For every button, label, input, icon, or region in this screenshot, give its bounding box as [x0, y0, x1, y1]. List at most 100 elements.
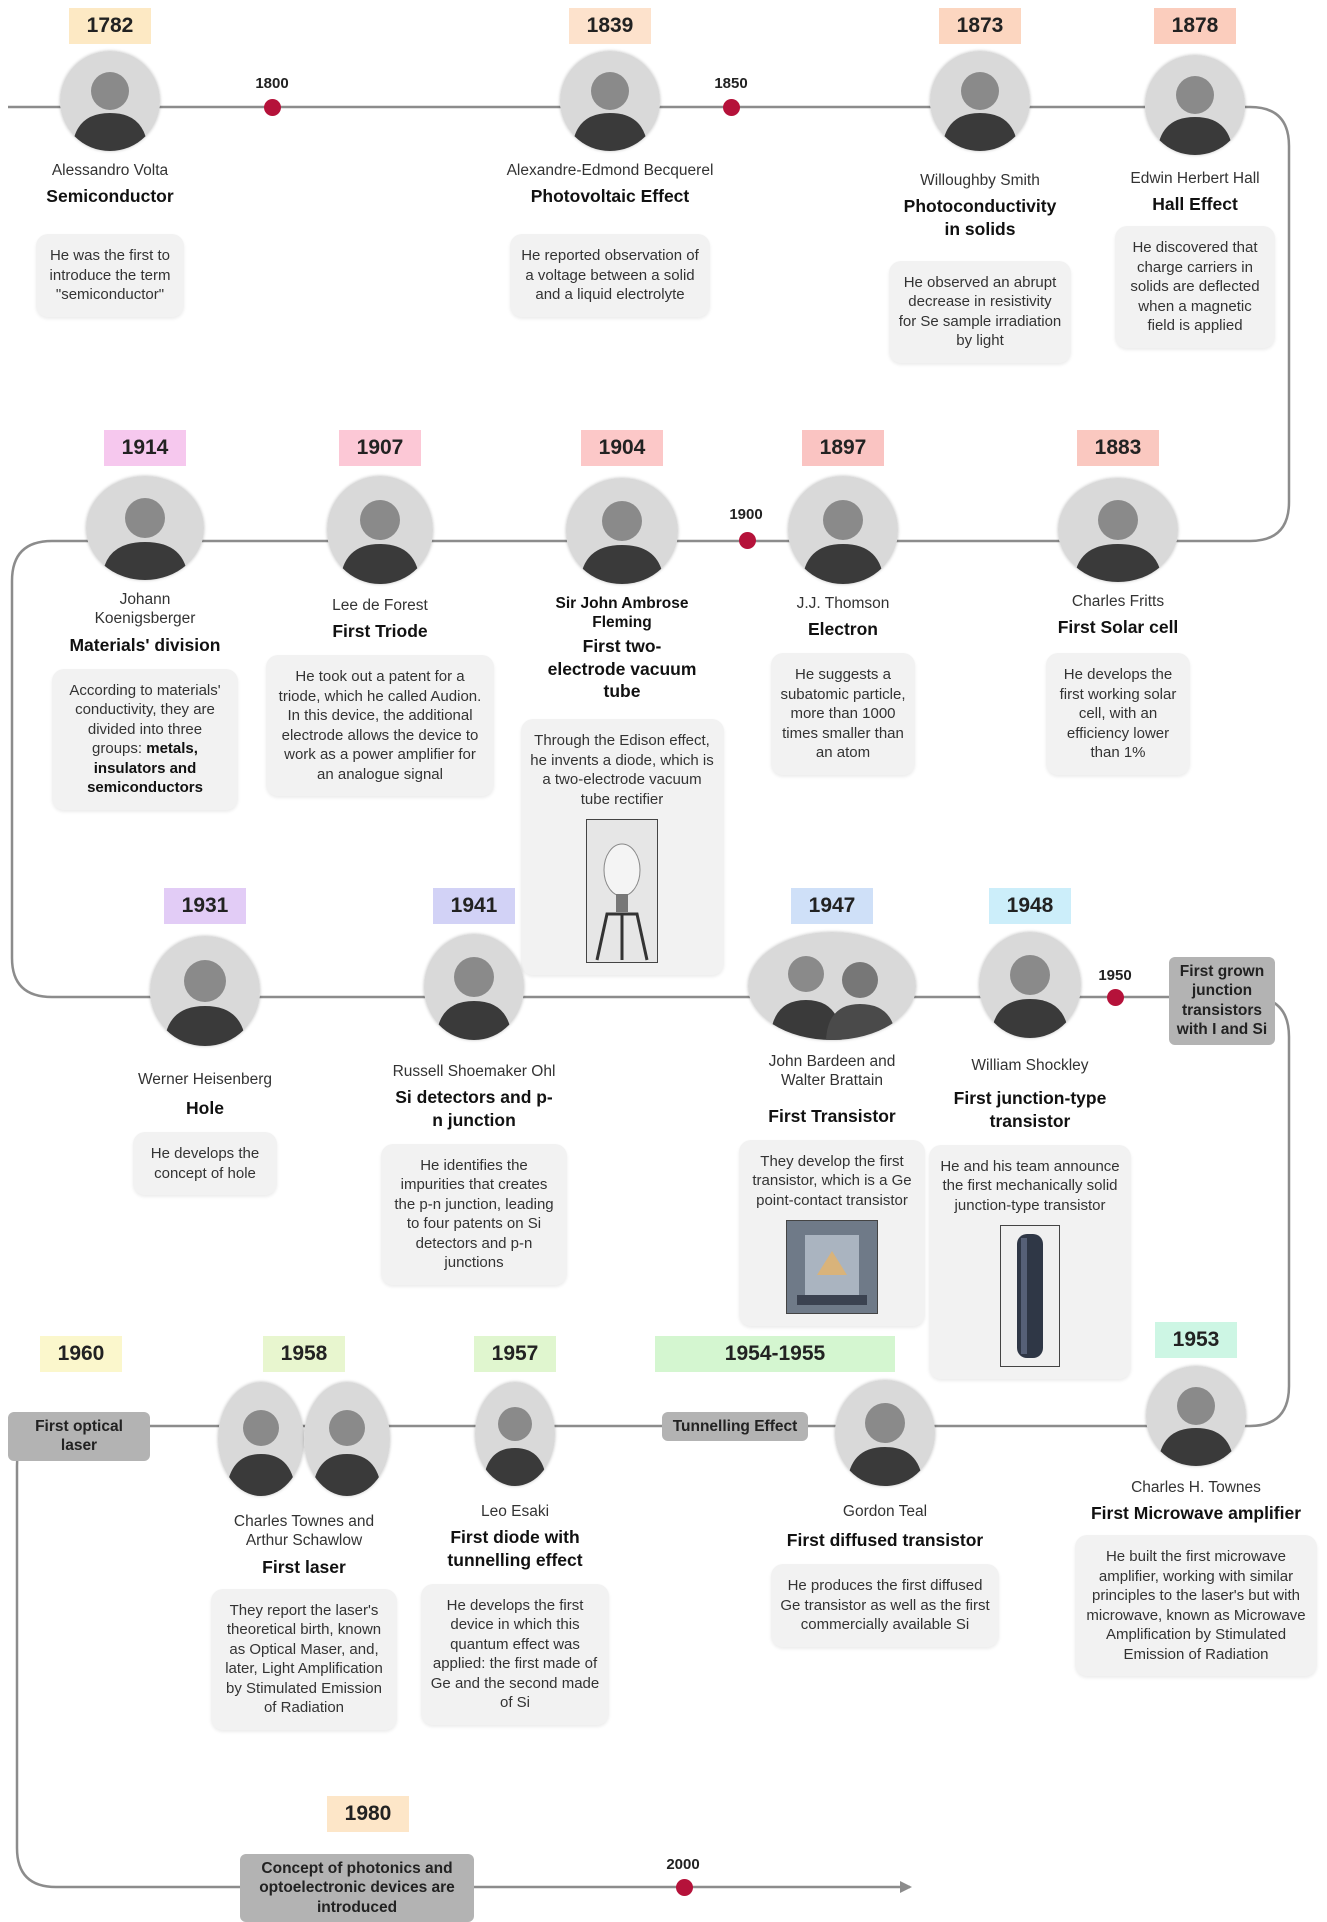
decade-dot-1900 — [739, 532, 756, 549]
portrait-charles-fritts — [1058, 478, 1178, 582]
person-icon — [60, 51, 160, 151]
person-name: Charles Fritts — [1071, 593, 1165, 610]
person-icon — [560, 51, 660, 151]
event-title: First Solar cell — [1057, 617, 1179, 638]
event-description: He was the first to introduce the term "… — [36, 234, 184, 317]
year-badge-1954-1955: 1954-1955 — [655, 1336, 895, 1372]
event-description: He discovered that charge carriers in so… — [1115, 226, 1275, 348]
portrait-jj-thomson — [788, 476, 898, 584]
person-name: Charles Townes and Arthur Schawlow — [233, 1513, 375, 1550]
event-title: First Transistor — [768, 1105, 896, 1126]
event-description: He reported observation of a voltage bet… — [510, 234, 710, 317]
decade-label-2000: 2000 — [666, 1856, 700, 1873]
decade-label-1800: 1800 — [255, 75, 289, 92]
person-name: Johann Koenigsberger — [94, 591, 196, 628]
event-description: He and his team announce the first mecha… — [940, 1157, 1120, 1214]
person-icon — [327, 476, 433, 584]
year-badge: 1878 — [1154, 8, 1236, 44]
portrait-lee-de-forest — [327, 476, 433, 584]
person-name: J.J. Thomson — [796, 595, 890, 612]
portrait-becquerel — [560, 51, 660, 151]
milestone-tunnelling-effect: Tunnelling Effect — [662, 1412, 808, 1442]
event-title: Photovoltaic Effect — [530, 186, 690, 207]
event-koenigsberger: 1914 Johann Koenigsberger Materials' div… — [45, 430, 245, 810]
event-description: He produces the first diffused Ge transi… — [771, 1564, 999, 1647]
event-description: He develops the first device in which th… — [421, 1583, 609, 1725]
year-badge: 1947 — [791, 888, 873, 924]
decade-label-1850: 1850 — [714, 75, 748, 92]
portrait-pair — [218, 1382, 390, 1496]
year-badge-1960: 1960 — [40, 1336, 122, 1372]
milestone-first-grown-junction: First grown junction transistors with I … — [1169, 957, 1275, 1045]
event-hall: 1878 Edwin Herbert Hall Hall Effect He d… — [1100, 8, 1290, 348]
event-title: First two-electrode vacuum tube — [547, 635, 697, 702]
event-ohl: 1941 Russell Shoemaker Ohl Si detectors … — [374, 888, 574, 1285]
decade-label-1950: 1950 — [1098, 967, 1132, 984]
portrait-willoughby-smith — [930, 51, 1030, 151]
event-description-box: According to materials' conductivity, th… — [52, 668, 238, 810]
event-title: First Microwave amplifier — [1090, 1503, 1302, 1524]
person-icon — [150, 936, 260, 1046]
event-description: They report the laser's theoretical birt… — [211, 1588, 397, 1730]
event-teal: Gordon Teal First diffused transistor He… — [770, 1380, 1000, 1647]
portrait-edwin-hall — [1145, 55, 1245, 155]
portrait-bardeen-brattain — [748, 932, 916, 1040]
event-description-emphasis: metals, insulators and semiconductors — [87, 740, 203, 796]
event-bardeen-brattain: 1947 John Bardeen and Walter Brattain Fi… — [732, 888, 932, 1326]
person-icon — [930, 51, 1030, 151]
event-de-forest: 1907 Lee de Forest First Triode He took … — [265, 430, 495, 797]
event-heisenberg: 1931 Werner Heisenberg Hole He develops … — [110, 888, 300, 1196]
event-title: First Triode — [332, 621, 428, 642]
decade-dot-2000 — [676, 1879, 693, 1896]
event-description: He took out a patent for a triode, which… — [266, 655, 494, 797]
year-badge: 1941 — [433, 888, 515, 924]
portrait-leo-esaki — [475, 1382, 555, 1486]
person-icon — [304, 1382, 390, 1496]
event-description: Through the Edison effect, he invents a … — [530, 732, 714, 808]
person-name: Russell Shoemaker Ohl — [392, 1063, 556, 1080]
portrait-russell-ohl — [424, 934, 524, 1040]
event-title: First diode with tunnelling effect — [447, 1527, 583, 1571]
event-title: Photoconductivity in solids — [903, 196, 1057, 240]
event-first-laser: 1958 Charles Townes and Arthur Schawlow … — [206, 1336, 402, 1730]
decade-dot-1850 — [723, 99, 740, 116]
person-name: Leo Esaki — [480, 1503, 550, 1520]
portrait-gordon-teal — [835, 1380, 935, 1486]
event-description: He observed an abrupt decrease in resist… — [889, 260, 1071, 363]
event-description-box: Through the Edison effect, he invents a … — [520, 719, 724, 975]
event-townes-microwave: 1953 Charles H. Townes First Microwave a… — [1068, 1322, 1324, 1677]
person-name: Lee de Forest — [332, 597, 428, 614]
person-icon — [86, 476, 204, 580]
portrait-charles-h-townes — [1146, 1366, 1246, 1466]
year-badge: 1782 — [69, 8, 151, 44]
portrait-charles-townes — [218, 1382, 304, 1496]
portrait-john-ambrose-fleming — [566, 478, 678, 584]
portrait-alessandro-volta — [60, 51, 160, 151]
junction-transistor-image — [1000, 1225, 1060, 1368]
event-description: He develops the concept of hole — [133, 1132, 277, 1196]
portrait-johann-koenigsberger — [86, 476, 204, 580]
person-icon — [1145, 55, 1245, 155]
event-title: First laser — [262, 1556, 346, 1577]
year-badge: 1948 — [989, 888, 1071, 924]
event-title: Semiconductor — [46, 186, 174, 207]
person-icon — [788, 476, 898, 584]
event-fleming: 1904 Sir John Ambrose Fleming First two-… — [520, 430, 724, 975]
event-description: He built the first microwave amplifier, … — [1075, 1535, 1317, 1677]
milestone-photonics-concept: Concept of photonics and optoelectronic … — [240, 1854, 474, 1922]
event-title: First diffused transistor — [786, 1530, 984, 1551]
person-icon — [566, 478, 678, 584]
event-title: Hole — [186, 1098, 224, 1119]
person-name: Charles H. Townes — [1131, 1479, 1261, 1496]
event-description: He develops the first working solar cell… — [1046, 653, 1190, 775]
event-shockley: 1948 William Shockley First junction-typ… — [929, 888, 1131, 1380]
year-badge: 1931 — [164, 888, 246, 924]
person-name: Alexandre-Edmond Becquerel — [506, 162, 714, 179]
person-icon — [475, 1382, 555, 1486]
event-title: Electron — [807, 619, 879, 640]
person-icon — [1146, 1366, 1246, 1466]
event-title: First junction-type transistor — [953, 1088, 1107, 1132]
person-icon — [218, 1382, 304, 1496]
year-badge: 1958 — [263, 1336, 345, 1372]
